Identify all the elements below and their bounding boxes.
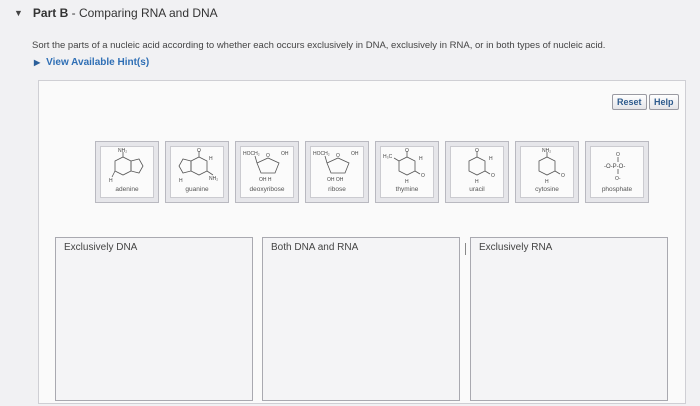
- drop-zone-both-dna-rna[interactable]: Both DNA and RNA: [262, 237, 460, 401]
- h-text: H: [209, 156, 213, 162]
- phosphate-structure: O -O-P-O- O-: [604, 152, 625, 182]
- hoch2-text: HOCH₂: [243, 151, 260, 157]
- tile-inner: H₃C O H O H thymine: [380, 146, 434, 198]
- tile-uracil[interactable]: O H O H uracil: [445, 141, 509, 203]
- help-button[interactable]: Help: [649, 94, 679, 110]
- h3c-text: H₃C: [383, 154, 393, 160]
- part-name: - Comparing RNA and DNA: [71, 6, 218, 20]
- tile-inner: NH₂ H adenine: [100, 146, 154, 198]
- h-text: H: [179, 178, 183, 184]
- cytosine-structure: NH₂ O H: [538, 148, 565, 185]
- nh2-text: NH₂: [118, 148, 127, 154]
- text-cursor-mark: [465, 243, 466, 255]
- o-text: O: [197, 148, 201, 154]
- o-text: O: [266, 153, 270, 159]
- oh-text: OH: [351, 151, 359, 157]
- reset-button[interactable]: Reset: [612, 94, 647, 110]
- view-hints-link[interactable]: ▶ View Available Hint(s): [34, 57, 149, 68]
- h-text: H: [475, 179, 479, 185]
- h-text: H: [109, 178, 113, 184]
- o-minus-text: O-: [615, 176, 621, 182]
- oh-text: OH: [281, 151, 289, 157]
- tile-inner: O -O-P-O- O- phosphate: [590, 146, 644, 198]
- tile-inner: O H O H uracil: [450, 146, 504, 198]
- h-text: H: [489, 156, 493, 162]
- tile-thymine[interactable]: H₃C O H O H thymine: [375, 141, 439, 203]
- tile-cytosine[interactable]: NH₂ O H cytosine: [515, 141, 579, 203]
- deoxyribose-structure: HOCH₂ OH O OH H: [243, 151, 289, 183]
- tile-label: adenine: [115, 186, 139, 193]
- tile-label: guanine: [185, 186, 209, 193]
- thymine-structure: H₃C O H O H: [383, 148, 425, 185]
- phosphate-line-text: -O-P-O-: [604, 164, 625, 170]
- oh-h-text: OH H: [259, 177, 272, 183]
- h-text: H: [545, 179, 549, 185]
- ribose-structure: HOCH₂ OH O OH OH: [313, 151, 359, 183]
- o-text: O: [561, 173, 565, 179]
- tile-label: ribose: [328, 186, 346, 193]
- o-text: O: [616, 152, 620, 158]
- tile-deoxyribose[interactable]: HOCH₂ OH O OH H deoxyribose: [235, 141, 299, 203]
- zone-label: Exclusively DNA: [64, 242, 138, 253]
- zone-label: Both DNA and RNA: [271, 242, 359, 253]
- hoch2-text: HOCH₂: [313, 151, 330, 157]
- hints-label: View Available Hint(s): [46, 57, 150, 68]
- tile-label: cytosine: [535, 186, 559, 193]
- tile-inner: O H NH₂ H guanine: [170, 146, 224, 198]
- o-text: O: [475, 148, 479, 154]
- tile-inner: HOCH₂ OH O OH H deoxyribose: [240, 146, 294, 198]
- instruction-text: Sort the parts of a nucleic acid accordi…: [32, 40, 606, 51]
- o-text: O: [405, 148, 409, 154]
- tile-phosphate[interactable]: O -O-P-O- O- phosphate: [585, 141, 649, 203]
- guanine-structure: O H NH₂ H: [178, 148, 218, 184]
- tile-guanine[interactable]: O H NH₂ H guanine: [165, 141, 229, 203]
- zone-label: Exclusively RNA: [479, 242, 553, 253]
- nh2-text: NH₂: [542, 148, 551, 154]
- part-title: Part B - Comparing RNA and DNA: [33, 6, 218, 20]
- tile-label: uracil: [469, 186, 485, 193]
- o-text: O: [421, 173, 425, 179]
- sorting-workspace: Reset Help NH₂ H adenine: [38, 80, 686, 404]
- play-triangle-icon: ▶: [34, 58, 41, 67]
- tile-ribose[interactable]: HOCH₂ OH O OH OH ribose: [305, 141, 369, 203]
- tile-inner: NH₂ O H cytosine: [520, 146, 574, 198]
- oh-oh-text: OH OH: [327, 177, 344, 183]
- part-header[interactable]: ▼ Part B - Comparing RNA and DNA: [14, 6, 218, 20]
- nh2-text: NH₂: [209, 176, 218, 182]
- h-text: H: [419, 156, 423, 162]
- h-text: H: [405, 179, 409, 185]
- collapse-caret-icon[interactable]: ▼: [14, 8, 23, 18]
- drop-zone-exclusively-rna[interactable]: Exclusively RNA: [465, 237, 668, 401]
- adenine-structure: NH₂ H: [109, 148, 144, 184]
- o-text: O: [336, 153, 340, 159]
- part-label: Part B: [32, 6, 69, 20]
- tile-label: phosphate: [601, 186, 633, 193]
- drop-zone-exclusively-dna[interactable]: Exclusively DNA: [55, 237, 253, 401]
- draggable-tiles: NH₂ H adenine O H NH₂: [95, 141, 649, 203]
- uracil-structure: O H O H: [468, 148, 495, 185]
- tile-adenine[interactable]: NH₂ H adenine: [95, 141, 159, 203]
- tile-label: deoxyribose: [249, 186, 285, 193]
- tile-inner: HOCH₂ OH O OH OH ribose: [310, 146, 364, 198]
- tile-label: thymine: [395, 186, 419, 193]
- o-text: O: [491, 173, 495, 179]
